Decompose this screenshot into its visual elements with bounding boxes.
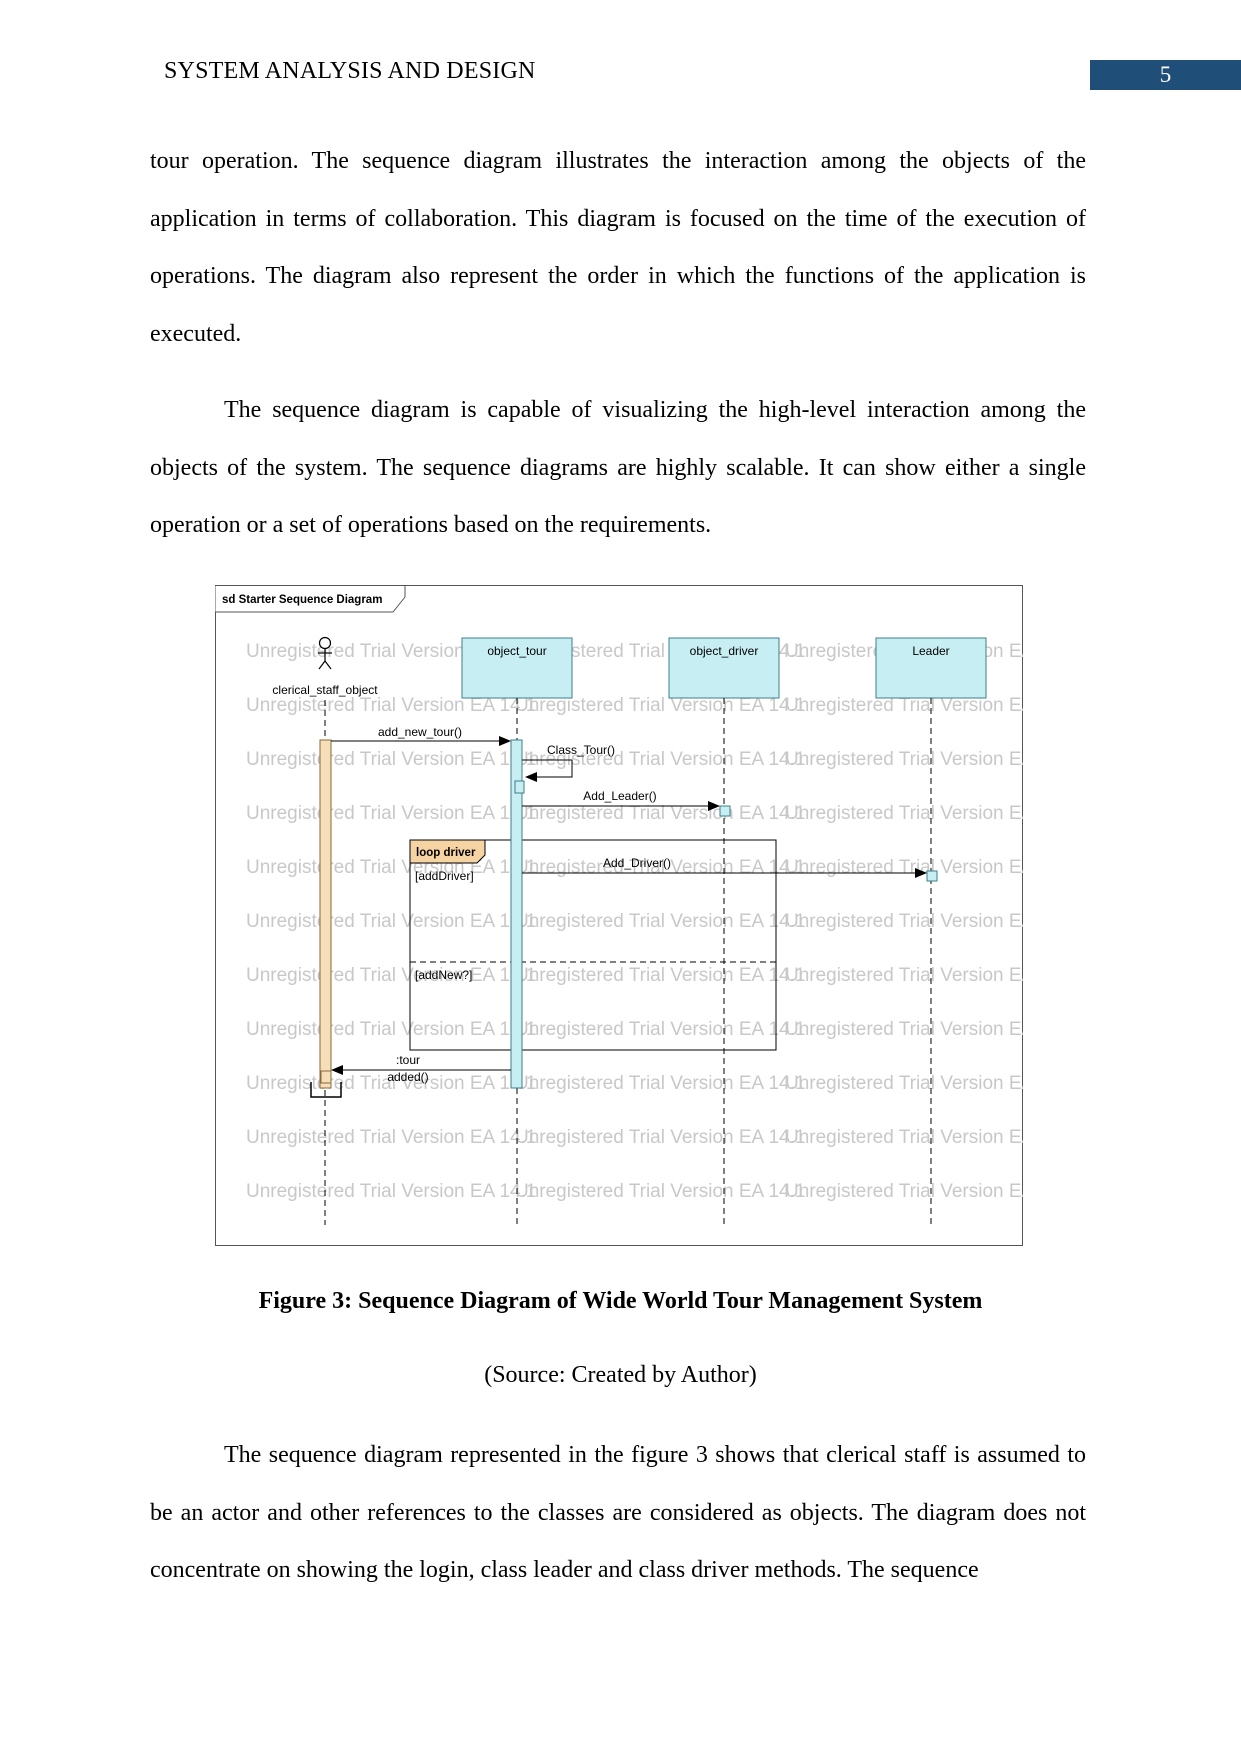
frame-label: sd Starter Sequence Diagram	[222, 594, 382, 606]
svg-text:Unregistered Trial Version EA: Unregistered Trial Version EA 14.1	[246, 1073, 536, 1094]
msg-add-leader-label: Add_Leader()	[583, 789, 656, 803]
svg-text:Unregistered Trial Version EA: Unregistered Trial Version EA 14.1	[246, 695, 536, 716]
actor-icon	[318, 636, 332, 670]
lifeline-leader-label: Leader	[912, 644, 949, 658]
svg-text:Unregistered Trial Version EA: Unregistered Trial Version EA 14.1	[515, 1127, 805, 1148]
svg-text:Unregistered Trial Version EA: Unregistered Trial Version EA 14.1	[246, 749, 536, 770]
msg-class-tour	[522, 759, 573, 782]
svg-text:Unregistered Trial Version EA: Unregistered Trial Version EA 14.1	[785, 695, 1023, 716]
leader-activation	[926, 870, 938, 882]
page-number: 5	[1090, 60, 1241, 90]
tour-activation	[510, 739, 523, 1089]
svg-text:Unregistered Trial Version EA: Unregistered Trial Version EA 14.1	[515, 965, 805, 986]
paragraph-1: tour operation. The sequence diagram ill…	[150, 148, 1086, 347]
running-header: SYSTEM ANALYSIS AND DESIGN	[164, 58, 536, 84]
svg-text:Unregistered Trial Version EA: Unregistered Trial Version EA 14.1	[785, 911, 1023, 932]
svg-text:Unregistered Trial Version EA: Unregistered Trial Version EA 14.1	[246, 911, 536, 932]
svg-text:Unregistered Trial Version EA: Unregistered Trial Version EA 14.1	[515, 803, 805, 824]
loop-fragment	[409, 839, 777, 1051]
figure-source: (Source: Created by Author)	[484, 1362, 757, 1388]
svg-text:Unregistered Trial Version EA: Unregistered Trial Version EA 14.1	[246, 1127, 536, 1148]
lifeline-object-driver	[668, 637, 780, 699]
figure-caption: Figure 3: Sequence Diagram of Wide World…	[258, 1288, 983, 1314]
paragraph-2: The sequence diagram is capable of visua…	[150, 397, 1086, 538]
lifeline-object-tour-label: object_tour	[487, 644, 546, 658]
svg-text:Unregistered Trial Version EA: Unregistered Trial Version EA 14.1	[515, 1019, 805, 1040]
svg-text:Unregistered Trial Version EA: Unregistered Trial Version EA 14.1	[785, 1019, 1023, 1040]
loop-fragment-label: loop driver	[416, 847, 476, 859]
svg-text:Unregistered Trial Version EA: Unregistered Trial Version EA 14.1	[515, 1181, 805, 1202]
svg-text:Unregistered Trial Version EA: Unregistered Trial Version EA 14.1	[246, 965, 536, 986]
actor-bracket	[310, 1082, 342, 1098]
msg-add-driver-label: Add_Driver()	[603, 856, 671, 870]
svg-text:Unregistered Trial Version EA: Unregistered Trial Version EA 14.1	[246, 1181, 536, 1202]
svg-text:Unregistered Trial Version EA: Unregistered Trial Version EA 14.1	[785, 1181, 1023, 1202]
loop-guard-2: [addNew?]	[415, 968, 472, 982]
svg-text:Unregistered Trial Version EA: Unregistered Trial Version EA 14.1	[785, 857, 1023, 878]
actor-label: clerical_staff_object	[272, 683, 378, 697]
frame-tab	[215, 585, 406, 613]
svg-text:Unregistered Trial Version EA: Unregistered Trial Version EA 14.1	[515, 1073, 805, 1094]
lifeline-object-tour	[461, 637, 573, 699]
loop-fragment-tab	[409, 839, 486, 864]
svg-text:Unregistered Trial Version EA: Unregistered Trial Version EA 14.1	[246, 1019, 536, 1040]
svg-text:Unregistered Trial Version EA: Unregistered Trial Version EA 14.1	[246, 803, 536, 824]
svg-text:Unregistered Trial Version EA: Unregistered Trial Version EA 14.1	[785, 749, 1023, 770]
svg-text:Unregistered Trial Version EA: Unregistered Trial Version EA 14.1	[785, 1073, 1023, 1094]
msg-tour-added-line1: :tour	[396, 1053, 420, 1067]
driver-activation	[719, 805, 731, 817]
loop-guard-1: [addDriver]	[415, 869, 474, 883]
sequence-diagram-figure: sd Starter Sequence Diagram Unregistered…	[215, 585, 1023, 1246]
msg-add-new-tour-label: add_new_tour()	[378, 725, 462, 739]
lifeline-leader	[875, 637, 987, 699]
svg-text:Unregistered Trial Version EA: Unregistered Trial Version EA 14.1	[515, 695, 805, 716]
msg-tour-added-line2: added()	[387, 1070, 428, 1084]
svg-text:Unregistered Trial Version EA: Unregistered Trial Version EA 14.1	[785, 1127, 1023, 1148]
actor-return-activation	[320, 1070, 332, 1084]
svg-text:Unregistered Trial Version EA: Unregistered Trial Version EA 14.1	[785, 965, 1023, 986]
tour-self-activation	[514, 780, 525, 794]
svg-text:Unregistered Trial Version EA: Unregistered Trial Version EA 14.1	[515, 749, 805, 770]
svg-text:Unregistered Trial Version EA: Unregistered Trial Version EA 14.1	[515, 911, 805, 932]
svg-text:Unregistered Trial Version EA: Unregistered Trial Version EA 14.1	[785, 803, 1023, 824]
actor-activation	[319, 739, 332, 1089]
paragraph-3: The sequence diagram represented in the …	[150, 1442, 1086, 1583]
lifeline-object-driver-label: object_driver	[690, 644, 759, 658]
sequence-diagram: sd Starter Sequence Diagram Unregistered…	[215, 585, 1023, 1246]
msg-class-tour-label: Class_Tour()	[547, 743, 615, 757]
svg-text:Unregistered Trial Version EA: Unregistered Trial Version EA 14.1	[246, 857, 536, 878]
